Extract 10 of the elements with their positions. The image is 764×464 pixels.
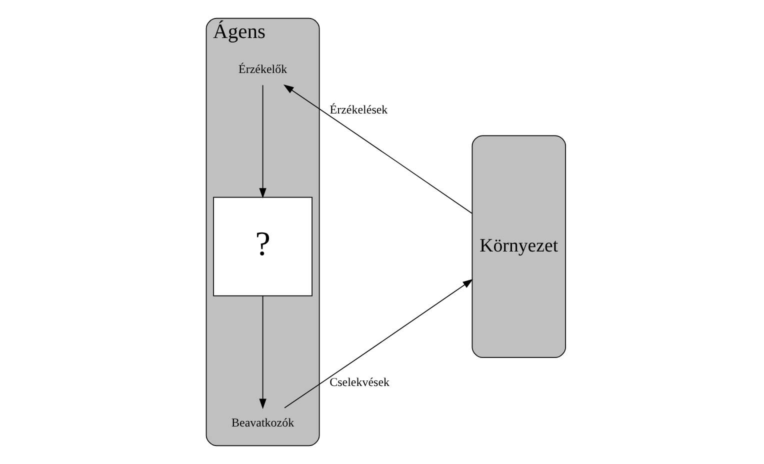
arrow [258,84,266,198]
node-box: ? [212,196,312,296]
node-box: Környezet [471,135,566,358]
edge-label: Érzékelések [329,102,388,117]
edge-label: Cselekvések [329,374,390,389]
node-text: Érzékelők [238,62,287,76]
arrow [284,279,473,408]
node-text: Beavatkozók [231,416,294,430]
arrow [258,296,266,410]
arrow [282,84,472,214]
